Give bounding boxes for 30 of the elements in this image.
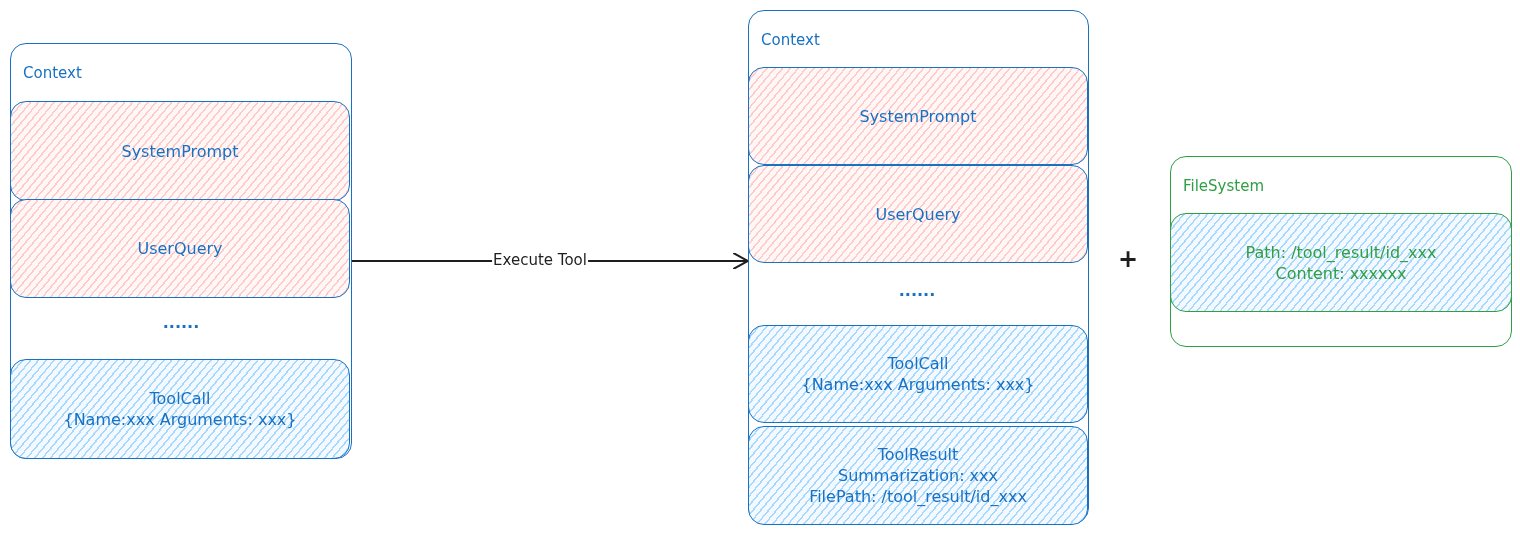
container-title: Context <box>23 64 83 82</box>
block-title: ToolCall <box>149 388 211 409</box>
container-box <box>1170 156 1512 347</box>
block-text: {Name:xxx Arguments: xxx} <box>63 409 297 430</box>
hatched-box <box>748 165 1088 263</box>
ellipsis: ...... <box>898 280 936 300</box>
block-text: Content: xxxxxx <box>1275 262 1407 284</box>
container-box <box>748 10 1089 524</box>
hatched-box <box>10 101 350 201</box>
block-text: FilePath: /tool_result/id_xxx <box>809 486 1027 507</box>
hatched-box <box>1170 213 1512 312</box>
hatched-box <box>748 426 1088 525</box>
block-text: Summarization: xxx <box>838 465 998 486</box>
block-title: SystemPrompt <box>121 140 239 162</box>
block-title: Path: /tool_result/id_xxx <box>1245 241 1437 263</box>
container-title: Context <box>761 31 821 49</box>
block-title: UserQuery <box>137 238 223 259</box>
block-text: {Name:xxx Arguments: xxx} <box>801 374 1035 395</box>
container-title: FileSystem <box>1183 177 1266 195</box>
hatched-box <box>10 359 350 459</box>
hatched-box <box>748 325 1088 423</box>
hatched-box <box>10 199 350 298</box>
block-title: UserQuery <box>875 203 961 225</box>
block-title: ToolCall <box>887 353 949 374</box>
block-title: ToolResult <box>877 444 959 465</box>
ellipsis: ...... <box>162 312 200 332</box>
plus-sign: + <box>1117 245 1139 273</box>
hatched-box <box>748 67 1088 165</box>
block-title: SystemPrompt <box>859 105 977 127</box>
container-box <box>10 43 352 459</box>
